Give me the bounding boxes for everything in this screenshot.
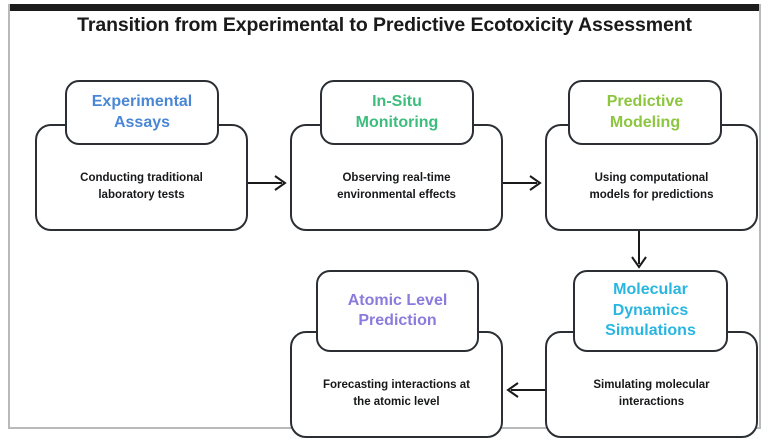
title-line-1: Molecular (613, 281, 688, 299)
body-line-1: Observing real-time (342, 171, 451, 184)
node-body-text-experimental-assays: Conducting traditional laboratory tests (70, 170, 213, 203)
body-line-2: the atomic level (353, 395, 440, 408)
arrow-assays-to-monitoring (248, 174, 290, 192)
body-line-2: laboratory tests (98, 188, 185, 201)
title-line-1: In-Situ (372, 93, 422, 111)
title-line-2: Assays (113, 113, 171, 131)
title-line-2: Prediction (358, 312, 437, 329)
node-title-predictive-modeling: Predictive Modeling (599, 92, 691, 133)
node-header-experimental-assays[interactable]: Experimental Assays (65, 80, 219, 145)
node-title-atomic-level-prediction: Atomic Level Prediction (340, 291, 456, 332)
title-line-3: Simulations (605, 322, 696, 340)
node-body-text-in-situ-monitoring: Observing real-time environmental effect… (327, 170, 466, 203)
body-line-2: environmental effects (337, 188, 456, 201)
node-title-molecular-dynamics-simulations: Molecular Dynamics Simulations (597, 280, 704, 341)
node-title-experimental-assays: Experimental Assays (84, 92, 200, 133)
body-line-1: Simulating molecular (593, 378, 710, 391)
frame-top-bar (9, 4, 761, 11)
node-header-molecular-dynamics-simulations[interactable]: Molecular Dynamics Simulations (573, 270, 728, 352)
frame-right-border (759, 4, 761, 428)
title-line-2: Modeling (609, 113, 681, 131)
title-line-2: Dynamics (612, 301, 689, 319)
body-line-1: Forecasting interactions at (323, 378, 470, 391)
title-line-2: Monitoring (355, 113, 439, 131)
node-body-text-predictive-modeling: Using computational models for predictio… (580, 170, 724, 203)
node-title-in-situ-monitoring: In-Situ Monitoring (348, 92, 447, 133)
node-header-predictive-modeling[interactable]: Predictive Modeling (568, 80, 722, 145)
page-title: Transition from Experimental to Predicti… (77, 14, 692, 36)
arrow-molecular-to-atomic (503, 381, 545, 399)
title-line-1: Predictive (606, 93, 684, 111)
arrow-monitoring-to-modeling (503, 174, 545, 192)
body-line-1: Using computational (594, 171, 709, 184)
body-line-1: Conducting traditional (80, 171, 203, 184)
title-line-1: Experimental (91, 93, 193, 111)
node-header-in-situ-monitoring[interactable]: In-Situ Monitoring (320, 80, 474, 145)
body-line-2: models for predictions (589, 188, 714, 201)
title-line-1: Atomic Level (347, 291, 448, 309)
node-body-text-molecular-dynamics-simulations: Simulating molecular interactions (583, 377, 719, 410)
node-header-atomic-level-prediction[interactable]: Atomic Level Prediction (316, 270, 479, 352)
body-line-2: interactions (618, 395, 685, 408)
node-body-text-atomic-level-prediction: Forecasting interactions at the atomic l… (313, 377, 480, 410)
frame-left-border (8, 4, 10, 428)
arrow-modeling-to-molecular (630, 231, 648, 273)
